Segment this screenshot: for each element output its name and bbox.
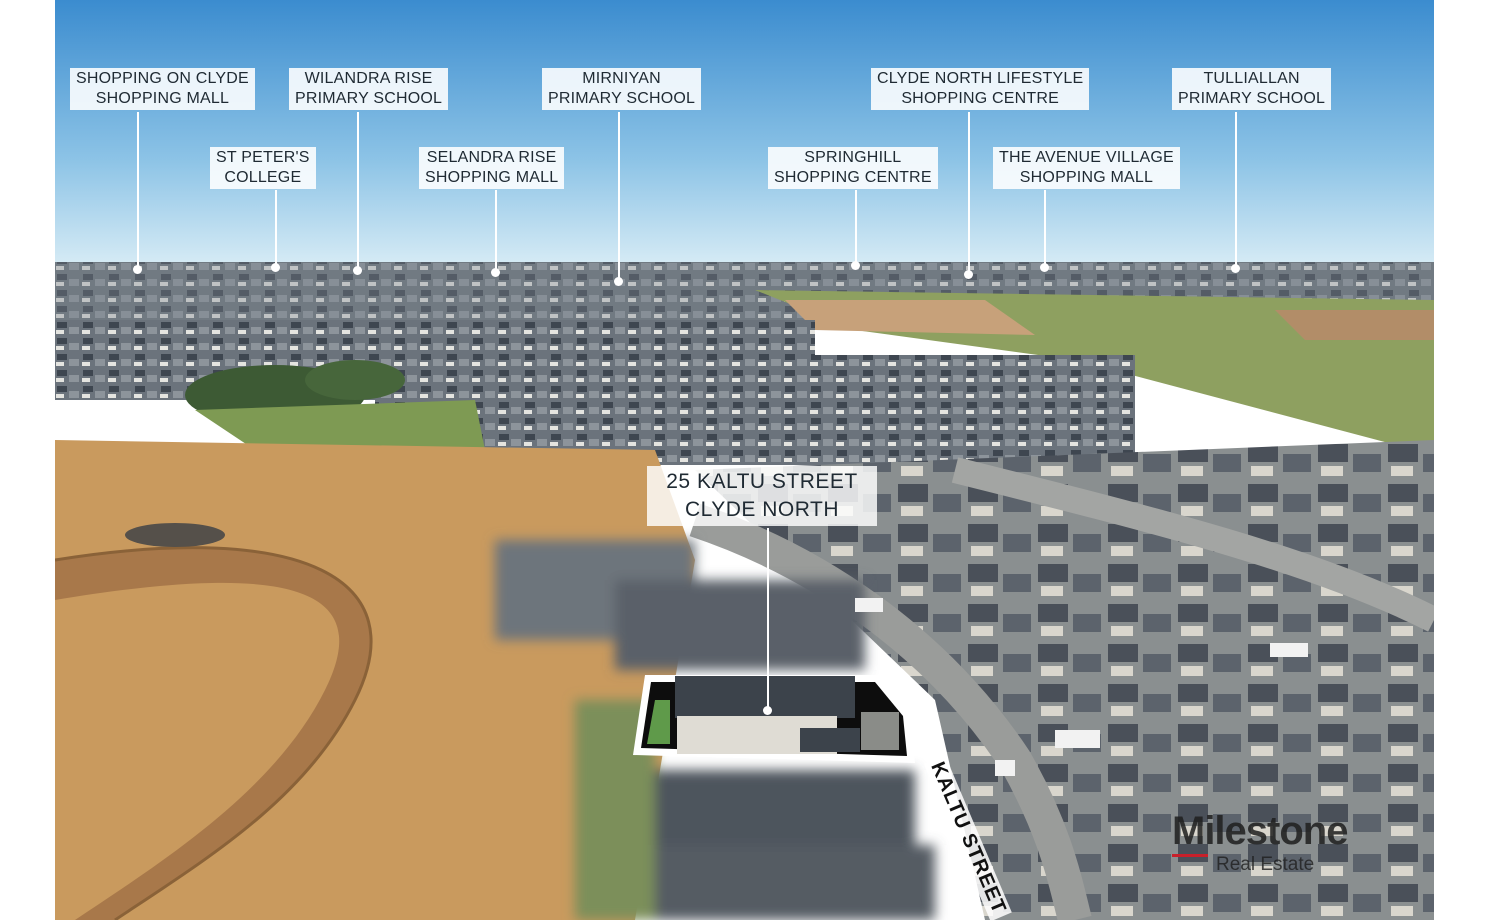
brand-tagline: Real Estate [1216,854,1315,875]
pin-dot [491,268,500,277]
landmark-label-shopping-on-clyde: SHOPPING ON CLYDE SHOPPING MALL [70,68,255,110]
pin-dot [271,263,280,272]
pin-dot [353,266,362,275]
pin-line [968,112,970,274]
landmark-label-line: COLLEGE [224,169,302,186]
landmark-label-line: SHOPPING MALL [95,90,230,107]
landmark-label-line: PRIMARY SCHOOL [295,90,443,107]
aerial-photo [55,0,1434,920]
pin-dot [1231,264,1240,273]
property-pin-dot [763,706,772,715]
landmark-label-wilandra-rise: WILANDRA RISE PRIMARY SCHOOL [289,68,449,110]
landmark-label-line: SHOPPING CENTRE [901,90,1059,107]
landmark-label-line: SHOPPING CENTRE [774,169,932,186]
pin-line [275,190,277,268]
landmark-label-line: WILANDRA RISE [304,70,433,87]
pin-dot [964,270,973,279]
pin-line [855,190,857,266]
landmark-label-line: TULLIALLAN [1203,70,1300,87]
property-address-label: 25 KALTU STREET CLYDE NORTH [647,466,877,526]
pin-dot [851,261,860,270]
pin-line [1235,112,1237,268]
landmark-label-line: CLYDE NORTH LIFESTYLE [877,70,1084,87]
landmark-label-line: PRIMARY SCHOOL [1178,90,1326,107]
pin-dot [133,265,142,274]
pin-line [618,112,620,279]
landmark-label-selandra-rise: SELANDRA RISE SHOPPING MALL [419,147,565,189]
property-address-line: 25 KALTU STREET [666,470,858,493]
landmark-label-line: PRIMARY SCHOOL [548,90,696,107]
landmark-label-line: THE AVENUE VILLAGE [999,149,1174,166]
brand-accent-bar [1172,854,1208,857]
landmark-label-line: ST PETER'S [216,149,310,166]
property-pin-line [767,528,769,708]
pin-line [495,190,497,272]
landmark-label-line: SHOPPING ON CLYDE [76,70,249,87]
landmark-label-mirniyan: MIRNIYAN PRIMARY SCHOOL [542,68,702,110]
landmark-label-line: SHOPPING MALL [1019,169,1154,186]
landmark-label-springhill: SPRINGHILL SHOPPING CENTRE [768,147,938,189]
landmark-label-line: MIRNIYAN [582,70,661,87]
pin-line [137,112,139,270]
brand-logo: Milestone Real Estate [1172,808,1348,876]
property-suburb-line: CLYDE NORTH [684,498,840,521]
landmark-label-tulliallan: TULLIALLAN PRIMARY SCHOOL [1172,68,1332,110]
pin-line [1044,190,1046,268]
pin-line [357,112,359,270]
landmark-label-line: SPRINGHILL [804,149,902,166]
landmark-label-clyde-north-lifestyle: CLYDE NORTH LIFESTYLE SHOPPING CENTRE [871,68,1090,110]
landmark-label-st-peters: ST PETER'S COLLEGE [210,147,316,189]
brand-name: Milestone [1172,809,1348,853]
aerial-photo-illustration [55,0,1434,920]
landmark-label-line: SHOPPING MALL [425,169,559,186]
landmark-label-line: SELANDRA RISE [426,149,557,166]
landmark-label-the-avenue-village: THE AVENUE VILLAGE SHOPPING MALL [993,147,1180,189]
pin-dot [614,277,623,286]
pin-dot [1040,263,1049,272]
